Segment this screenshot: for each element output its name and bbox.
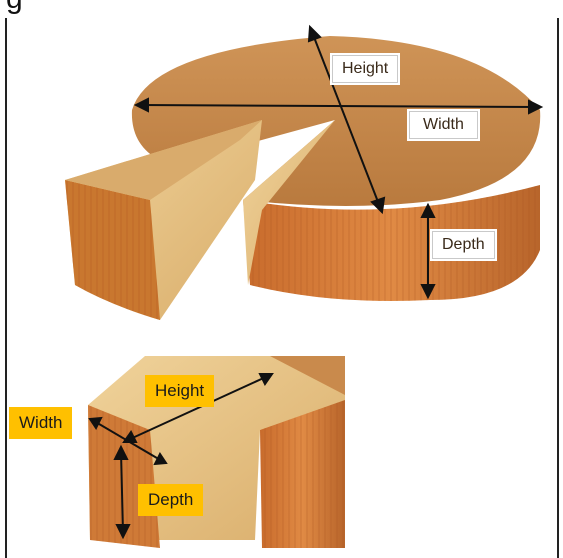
top-width-label: Width (407, 109, 480, 141)
bottom-width-label: Width (9, 407, 72, 439)
bottom-depth-label: Depth (138, 484, 203, 516)
bottom-cake (88, 356, 345, 548)
bottom-height-label: Height (145, 375, 214, 407)
top-cake (65, 36, 540, 320)
top-height-label: Height (330, 53, 400, 85)
top-depth-label: Depth (430, 229, 497, 261)
